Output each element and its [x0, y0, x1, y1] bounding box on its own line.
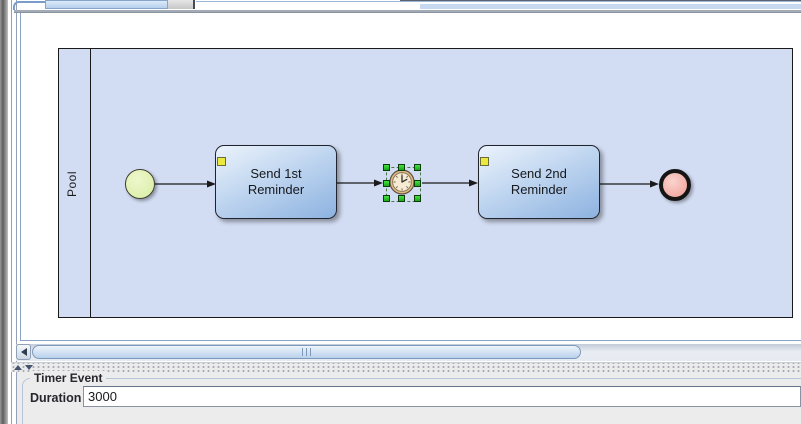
- pool-label-band: Pool: [59, 49, 91, 317]
- scrollbar-grip: [310, 348, 311, 356]
- toolbar-divider-line: [196, 1, 801, 2]
- panel-border-line: [11, 0, 12, 424]
- end-event[interactable]: [659, 169, 691, 201]
- task-marker-icon: [480, 157, 489, 166]
- duration-label: Duration: [30, 391, 82, 405]
- selection-handle-s[interactable]: [398, 195, 405, 202]
- task-send-2nd-reminder[interactable]: Send 2nd Reminder: [478, 145, 600, 219]
- start-event[interactable]: [125, 169, 155, 199]
- duration-input[interactable]: [83, 386, 801, 407]
- task-send-1st-reminder[interactable]: Send 1st Reminder: [215, 145, 337, 219]
- toolbar-top-line: [400, 0, 801, 1]
- selection-handle-se[interactable]: [414, 195, 421, 202]
- timer-event[interactable]: [389, 169, 415, 195]
- selection-handle-e[interactable]: [414, 180, 421, 187]
- window-edge-strip: [0, 0, 8, 424]
- clipped-toolbar-tab: [168, 0, 195, 9]
- scroll-left-button[interactable]: [16, 344, 31, 360]
- task-label: Send 2nd Reminder: [510, 166, 568, 197]
- clipped-toolbar-segment: [45, 0, 168, 9]
- selection-handle-w[interactable]: [383, 180, 390, 187]
- selection-handle-n[interactable]: [398, 164, 405, 171]
- selection-handle-nw[interactable]: [383, 164, 390, 171]
- clipped-toolbar-corner: [13, 1, 45, 10]
- selection-handle-sw[interactable]: [383, 195, 390, 202]
- timer-clock-icon: [389, 169, 415, 195]
- split-pane-divider[interactable]: [11, 362, 801, 372]
- task-marker-icon: [217, 157, 226, 166]
- properties-panel-title: Timer Event: [30, 371, 107, 385]
- pane-top-shadow: [14, 10, 801, 13]
- splitter-collapse-up-icon[interactable]: [14, 365, 22, 370]
- toolbar-band: [420, 3, 801, 10]
- titled-border: [22, 378, 801, 424]
- pool-label: Pool: [65, 170, 79, 198]
- panel-border-line: [16, 0, 17, 424]
- splitter-collapse-down-icon[interactable]: [25, 365, 33, 370]
- scrollbar-grip: [302, 348, 303, 356]
- task-label: Send 1st Reminder: [247, 166, 305, 197]
- scroll-left-arrow-icon: [20, 348, 27, 356]
- scrollbar-grip: [306, 348, 307, 356]
- selection-handle-ne[interactable]: [414, 164, 421, 171]
